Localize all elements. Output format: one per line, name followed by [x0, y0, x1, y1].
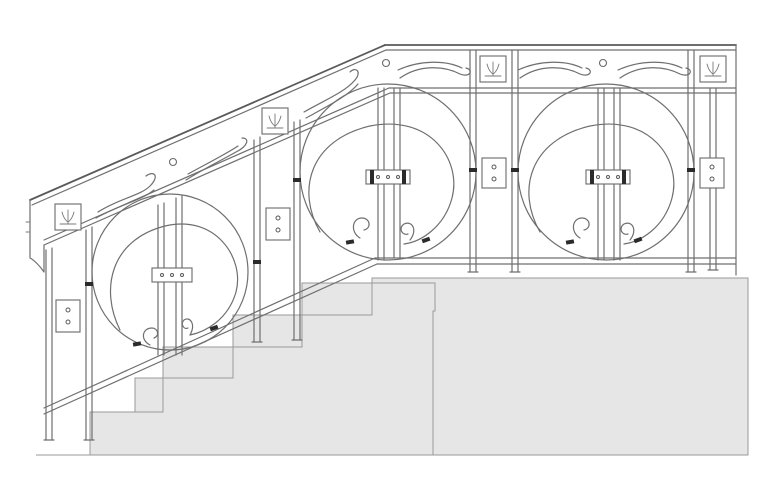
finial-right	[598, 58, 608, 68]
collar	[345, 239, 355, 245]
collar	[622, 170, 626, 184]
collar	[687, 168, 695, 172]
wave-scroll-3b	[305, 83, 359, 119]
collar	[253, 260, 261, 264]
plate-4	[699, 157, 725, 189]
tulip-3	[484, 61, 502, 77]
landing-rails	[374, 44, 737, 276]
collar	[293, 178, 301, 182]
collar	[590, 170, 594, 184]
square-plates	[55, 157, 725, 333]
wave-scroll-2	[185, 137, 248, 181]
upper-sloped-rail	[43, 87, 390, 241]
circle-panel-right	[517, 83, 695, 261]
plate-bolt	[491, 164, 497, 170]
wave-scroll-4b	[397, 61, 463, 71]
collar	[511, 168, 519, 172]
upper-sloped-rail-inner	[43, 92, 391, 246]
wave-scroll-6	[619, 67, 691, 79]
circle-panel-left	[91, 193, 249, 351]
left-end-cap	[29, 199, 45, 273]
post-left-1	[45, 247, 53, 441]
plate-bolt	[65, 307, 71, 313]
collar	[370, 170, 374, 184]
clamp-bolt	[596, 175, 600, 179]
collar	[132, 341, 142, 347]
handrail-top-inner	[31, 49, 387, 206]
post-landing-3	[687, 49, 695, 273]
wave-scroll-6b	[617, 61, 683, 71]
clamp-bolt	[180, 273, 184, 277]
stair-silhouette	[36, 277, 749, 456]
scroll-curl-middle-a	[352, 217, 370, 239]
post-mid-1	[253, 136, 261, 343]
handrail-top	[29, 44, 386, 201]
wave-scroll-2b	[187, 145, 239, 175]
left-end-bolt	[25, 221, 31, 233]
collar	[209, 324, 219, 332]
plate-bolt	[65, 319, 71, 325]
wave-scroll-5	[519, 67, 591, 79]
post-landing-1	[469, 49, 477, 273]
clamp-bolt	[160, 273, 164, 277]
stair-steps	[36, 282, 748, 456]
plate-bolt	[275, 227, 281, 233]
wave-scroll-3	[303, 68, 359, 113]
wave-scroll-1	[97, 173, 156, 213]
post-left-2	[85, 226, 93, 441]
collar	[469, 168, 477, 172]
scroll-curl-left-a	[142, 327, 159, 346]
wave-scrolls	[95, 61, 691, 219]
collar	[421, 236, 431, 244]
stair-block	[36, 277, 749, 456]
collar	[565, 239, 575, 245]
collar	[633, 236, 643, 244]
scroll-curl-right-b	[620, 222, 635, 241]
clamp-bolt	[606, 175, 610, 179]
circle-inner-left	[109, 223, 239, 336]
circle-outer-left	[91, 193, 249, 351]
post-mid-2	[293, 119, 301, 341]
wave-scroll-5b	[517, 61, 583, 71]
circle-inner-middle	[308, 123, 455, 245]
wave-scroll-4	[399, 67, 471, 79]
plate-3	[481, 157, 507, 189]
vertical-posts	[43, 49, 719, 441]
clamp-bolt	[170, 273, 174, 277]
plate-bolt	[275, 215, 281, 221]
collar	[402, 170, 406, 184]
post-landing-2	[511, 49, 519, 273]
scroll-curl-middle-b	[400, 222, 415, 241]
plate-1	[55, 299, 81, 333]
scroll-curl-right-a	[572, 217, 590, 239]
plate-bolt	[491, 176, 497, 182]
finial-mid	[381, 58, 391, 68]
clamp-bolt	[376, 175, 380, 179]
tulip-2	[266, 113, 284, 129]
tulip-squares	[54, 55, 727, 231]
clamp-bolt	[396, 175, 400, 179]
tulip-1	[59, 209, 77, 225]
finial-left	[168, 157, 178, 167]
collars	[85, 168, 695, 347]
post-feet	[43, 269, 719, 441]
lower-sloped-rail	[43, 257, 376, 409]
scroll-curl-left-b	[181, 318, 194, 336]
clamp-bolt	[386, 175, 390, 179]
plate-bolt	[709, 176, 715, 182]
circle-panel-middle	[299, 83, 477, 261]
tulip-square-4	[699, 55, 727, 83]
clamp-bolt	[616, 175, 620, 179]
plate-bolt	[709, 164, 715, 170]
collar	[85, 282, 93, 286]
wave-scroll-1b	[95, 189, 155, 219]
circle-inner-right	[528, 123, 675, 245]
plate-2	[265, 207, 291, 241]
tulip-4	[704, 61, 722, 77]
